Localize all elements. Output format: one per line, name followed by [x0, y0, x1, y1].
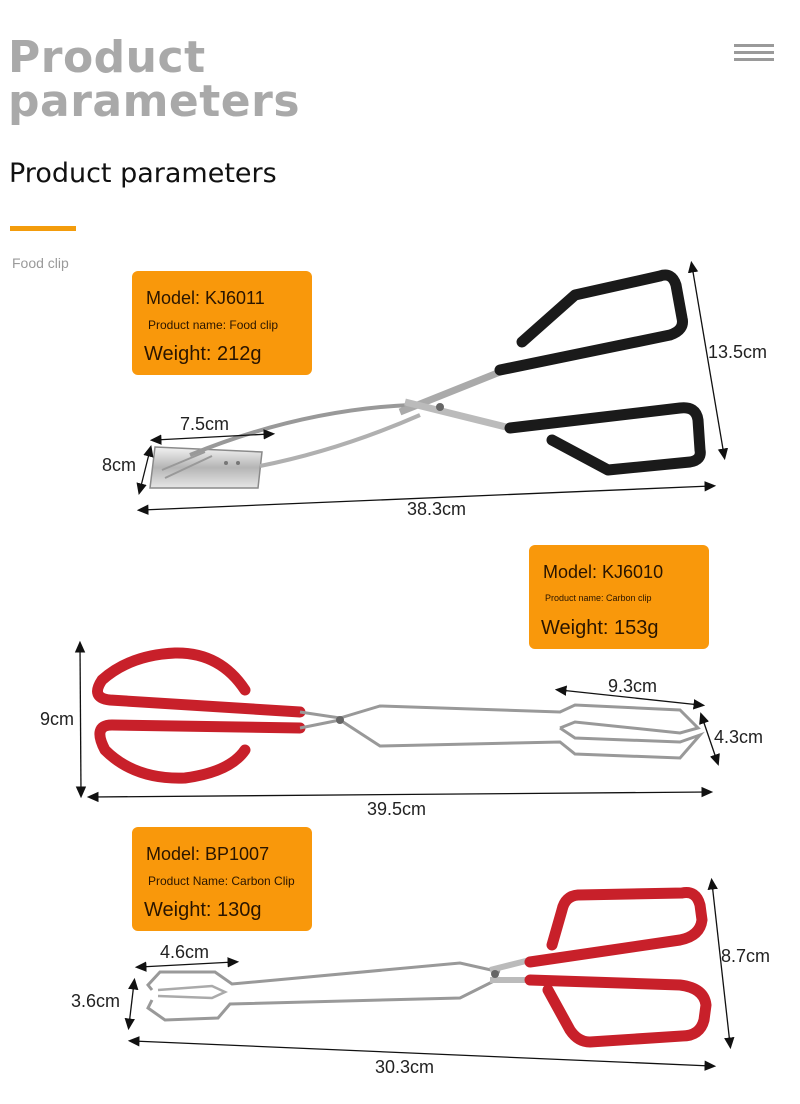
- model-label: Model: KJ6011: [146, 288, 265, 308]
- tongs-bp1007-illustration: [124, 877, 735, 1071]
- spec-card-kj6010: Model: KJ6010 Product name: Carbon clip …: [529, 545, 709, 649]
- product-name-label: Product name: Food clip: [148, 318, 279, 332]
- model-label: Model: BP1007: [146, 844, 270, 864]
- dim-head-length-kj6011: 7.5cm: [180, 414, 229, 434]
- dim-length-bp1007: 30.3cm: [375, 1057, 434, 1077]
- dim-head-length-bp1007: 4.6cm: [160, 942, 209, 962]
- weight-label: Weight: 130g: [144, 899, 262, 921]
- dim-head-width-kj6010: 4.3cm: [714, 727, 763, 747]
- category-label: Food clip: [12, 255, 69, 271]
- dim-head-length-kj6010: 9.3cm: [608, 676, 657, 696]
- model-label: Model: KJ6010: [543, 562, 664, 582]
- hero-title-line2: parameters: [8, 76, 301, 127]
- product-name-label: Product Name: Carbon Clip: [148, 874, 295, 888]
- weight-label: Weight: 153g: [541, 617, 659, 639]
- dim-height-kj6010: 9cm: [40, 709, 74, 729]
- dim-head-width-kj6011: 8cm: [102, 455, 136, 475]
- dim-head-width-bp1007: 3.6cm: [71, 991, 120, 1011]
- spec-card-bp1007: Model: BP1007 Product Name: Carbon Clip …: [132, 827, 312, 931]
- section-title: Product parameters: [9, 158, 277, 189]
- hero-title: Product parameters: [8, 36, 300, 124]
- tongs-kj6010-illustration: [74, 640, 720, 803]
- dim-length-kj6011: 38.3cm: [407, 499, 466, 519]
- dim-length-kj6010: 39.5cm: [367, 799, 426, 819]
- hero-title-line1: Product: [8, 32, 206, 83]
- dim-height-bp1007: 8.7cm: [721, 946, 770, 966]
- menu-icon[interactable]: [734, 44, 774, 62]
- tongs-kj6011-illustration: [136, 260, 729, 515]
- spec-card-kj6011: Model: KJ6011 Product name: Food clip We…: [132, 271, 312, 375]
- product-name-label: Product name: Carbon clip: [545, 593, 652, 603]
- dim-height-kj6011: 13.5cm: [708, 342, 767, 362]
- weight-label: Weight: 212g: [144, 343, 262, 365]
- accent-divider: [10, 226, 76, 231]
